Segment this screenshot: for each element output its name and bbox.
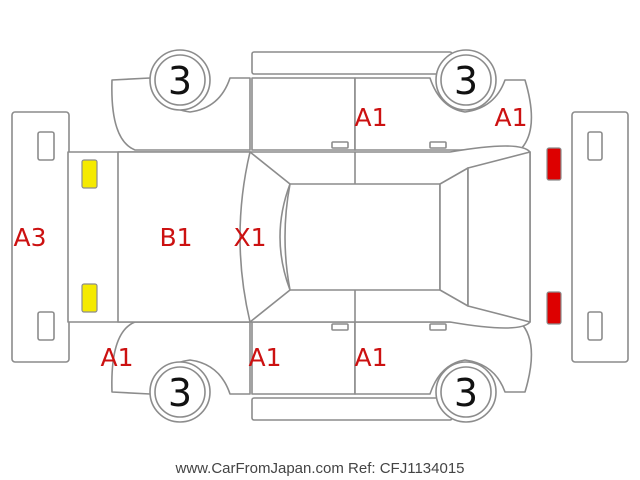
rear-bumper (571, 111, 629, 363)
side-panels-top (111, 51, 533, 151)
wheel-front-left: 3 (149, 49, 211, 111)
rear-lamp-bottom (546, 291, 562, 325)
front-lamp-top (81, 159, 98, 189)
wheel-front-right: 3 (149, 361, 211, 423)
damage-code-left-front-door: A1 (248, 343, 281, 372)
damage-code-left-front-fender: A1 (100, 343, 133, 372)
side-panels-bottom (111, 321, 533, 421)
damage-code-right-rear-door: A1 (354, 103, 387, 132)
damage-code-left-rear-door: A1 (354, 343, 387, 372)
front-lamp-bottom (81, 283, 98, 313)
damage-code-rear-bumper: A3 (13, 223, 46, 252)
wheel-rear-left: 3 (435, 49, 497, 111)
rear-lamp-top (546, 147, 562, 181)
wheel-rear-right: 3 (435, 361, 497, 423)
damage-code-hood: B1 (159, 223, 192, 252)
tire-score-front-right: 3 (168, 371, 192, 415)
tire-score-rear-left: 3 (454, 59, 478, 103)
footer-reference: www.CarFromJapan.com Ref: CFJ1134015 (175, 460, 465, 477)
tire-score-rear-right: 3 (454, 371, 478, 415)
car-body-top-view (67, 145, 531, 329)
damage-code-right-rear-quarter: A1 (494, 103, 527, 132)
damage-code-windshield: X1 (233, 223, 266, 252)
tire-score-front-left: 3 (168, 59, 192, 103)
